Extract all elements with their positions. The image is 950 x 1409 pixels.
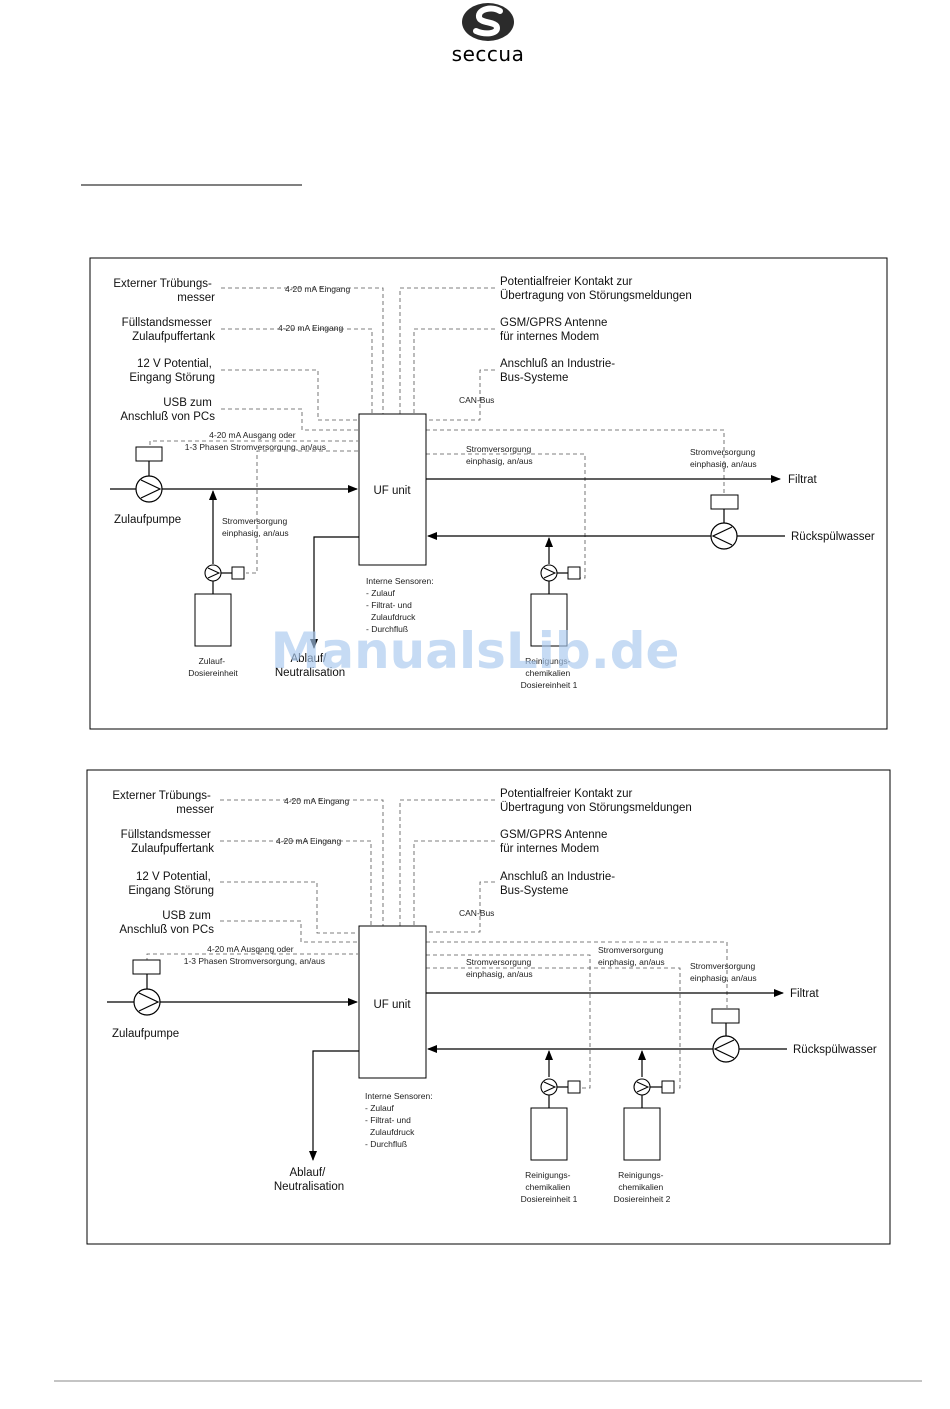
label-ma-ausgang: 4-20 mA Ausgang oder 1-3 Phasen Stromver…	[184, 944, 325, 966]
label-fuellstandsmesser: Füllstandsmesser Zulaufpuffertank	[121, 829, 215, 855]
diagram-frame	[89, 257, 888, 730]
label-reinigung-1: Reinigungs- chemikalien Dosiereinheit 1	[521, 656, 578, 690]
label-ablauf: Ablauf/ Neutralisation	[274, 1167, 344, 1193]
label-stromversorgung-b: Stromversorgung einphasig, an/aus	[598, 945, 666, 967]
label-stromversorgung-c: Stromversorgung einphasig, an/aus	[690, 961, 758, 983]
uf-unit-label: UF unit	[373, 999, 411, 1011]
uf-unit-box	[358, 925, 427, 1079]
label-stromversorgung-a: Stromversorgung einphasig, an/aus	[466, 957, 534, 979]
zulauf-dosierpumpe-symbol	[194, 564, 245, 647]
reinigung-1-symbol	[530, 564, 581, 647]
label-rueckspuelwasser: Rückspülwasser	[791, 531, 875, 543]
diagram-frame	[86, 769, 891, 1245]
label-ablauf: Ablauf/ Neutralisation	[275, 653, 345, 679]
brand-name: seccua	[452, 42, 525, 66]
zulaufpumpe-symbol	[132, 959, 161, 1016]
label-usb: USB zum Anschluß von PCs	[119, 910, 214, 936]
label-ma-eingang-1: 4-20 mA Eingang	[285, 284, 350, 294]
diagram-2: Externer Trübungs- messer Füllstandsmess…	[86, 769, 891, 1245]
label-ext-trubungsmesser: Externer Trübungs- messer	[112, 790, 214, 816]
zulaufpumpe-symbol	[135, 446, 163, 503]
label-gsm-antenne: GSM/GPRS Antenne für internes Modem	[500, 829, 611, 855]
label-stromversorgung-a: Stromversorgung einphasig, an/aus	[466, 444, 534, 466]
label-potentialfreier-kontakt: Potentialfreier Kontakt zur Übertragung …	[500, 788, 692, 814]
reinigung-2-symbol	[623, 1078, 675, 1161]
label-interne-sensoren: Interne Sensoren: - Zulauf - Filtrat- un…	[365, 1091, 435, 1149]
label-reinigung-1: Reinigungs- chemikalien Dosiereinheit 1	[521, 1170, 578, 1204]
label-ma-eingang-1: 4-20 mA Eingang	[284, 796, 349, 806]
reinigung-1-symbol	[530, 1078, 581, 1161]
uf-unit-box	[358, 413, 427, 566]
label-zulauf-dosiereinheit: Zulauf- Dosiereinheit	[188, 656, 238, 678]
label-zulaufpumpe: Zulaufpumpe	[112, 1028, 179, 1040]
label-potentialfreier-kontakt: Potentialfreier Kontakt zur Übertragung …	[500, 276, 692, 302]
seccua-logo: seccua	[452, 3, 525, 66]
label-interne-sensoren: Interne Sensoren: - Zulauf - Filtrat- un…	[366, 576, 436, 634]
label-industrie-bus: Anschluß an Industrie- Bus-Systeme	[500, 358, 618, 384]
label-fuellstandsmesser: Füllstandsmesser Zulaufpuffertank	[122, 317, 216, 343]
label-stromversorgung-c: Stromversorgung einphasig, an/aus	[222, 516, 290, 538]
label-ma-eingang-2: 4-20 mA Eingang	[278, 323, 343, 333]
label-rueckspuelwasser: Rückspülwasser	[793, 1044, 877, 1056]
diagram-1: Externer Trübungs- messer Füllstandsmess…	[89, 257, 888, 730]
label-gsm-antenne: GSM/GPRS Antenne für internes Modem	[500, 317, 611, 343]
label-zulaufpumpe: Zulaufpumpe	[114, 514, 181, 526]
label-usb: USB zum Anschluß von PCs	[120, 397, 215, 423]
label-stromversorgung-b: Stromversorgung einphasig, an/aus	[690, 447, 758, 469]
label-reinigung-2: Reinigungs- chemikalien Dosiereinheit 2	[614, 1170, 671, 1204]
label-can-bus: CAN-Bus	[459, 908, 494, 918]
uf-unit-label: UF unit	[373, 485, 411, 497]
label-12v-potential: 12 V Potential, Eingang Störung	[129, 358, 215, 384]
label-filtrat: Filtrat	[790, 988, 820, 1000]
label-filtrat: Filtrat	[788, 474, 818, 486]
label-ma-ausgang: 4-20 mA Ausgang oder 1-3 Phasen Stromver…	[185, 430, 326, 452]
rueckspuelpumpe-symbol	[711, 1008, 740, 1063]
rueckspuelpumpe-symbol	[710, 494, 739, 550]
label-12v-potential: 12 V Potential, Eingang Störung	[128, 871, 214, 897]
label-can-bus: CAN-Bus	[459, 395, 494, 405]
label-ma-eingang-2: 4-20 mA Eingang	[276, 836, 341, 846]
label-industrie-bus: Anschluß an Industrie- Bus-Systeme	[500, 871, 618, 897]
watermark: ManualsLib.de	[271, 622, 680, 680]
label-ext-trubungsmesser: Externer Trübungs- messer	[113, 278, 215, 304]
